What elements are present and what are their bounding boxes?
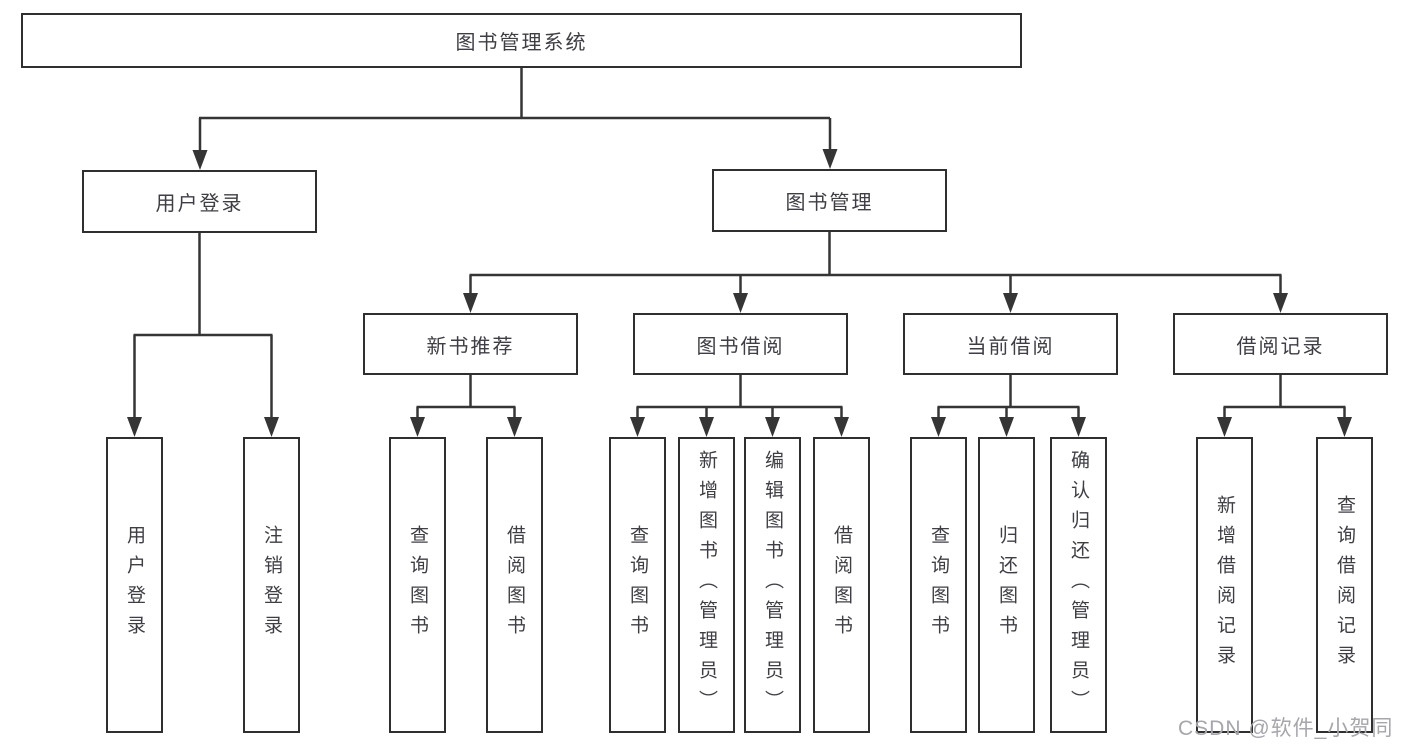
leaf-query-books-current: 查询图书 xyxy=(910,437,967,733)
leaf-query-books-borrowing: 查询图书 xyxy=(609,437,666,733)
leaf-user-login: 用户登录 xyxy=(106,437,163,733)
node-new-book-recommend: 新书推荐 xyxy=(363,313,578,375)
node-user-login: 用户登录 xyxy=(82,170,317,233)
csdn-watermark: CSDN @软件_小贺同学 xyxy=(1178,717,1394,740)
node-current-borrowing: 当前借阅 xyxy=(903,313,1118,375)
node-borrowing-records: 借阅记录 xyxy=(1173,313,1388,375)
node-root-library-system: 图书管理系统 xyxy=(21,13,1022,68)
leaf-add-borrow-record: 新增借阅记录 xyxy=(1196,437,1253,733)
node-book-borrowing: 图书借阅 xyxy=(633,313,848,375)
leaf-borrow-books: 借阅图书 xyxy=(813,437,870,733)
leaf-edit-books-admin: 编辑图书（管理员） xyxy=(744,437,801,733)
leaf-logout: 注销登录 xyxy=(243,437,300,733)
leaf-query-borrow-record: 查询借阅记录 xyxy=(1316,437,1373,733)
leaf-add-books-admin: 新增图书（管理员） xyxy=(678,437,735,733)
leaf-borrow-books-recommend: 借阅图书 xyxy=(486,437,543,733)
leaf-return-books: 归还图书 xyxy=(978,437,1035,733)
node-book-management: 图书管理 xyxy=(712,169,947,232)
leaf-query-books-recommend: 查询图书 xyxy=(389,437,446,733)
leaf-confirm-return-admin: 确认归还（管理员） xyxy=(1050,437,1107,733)
